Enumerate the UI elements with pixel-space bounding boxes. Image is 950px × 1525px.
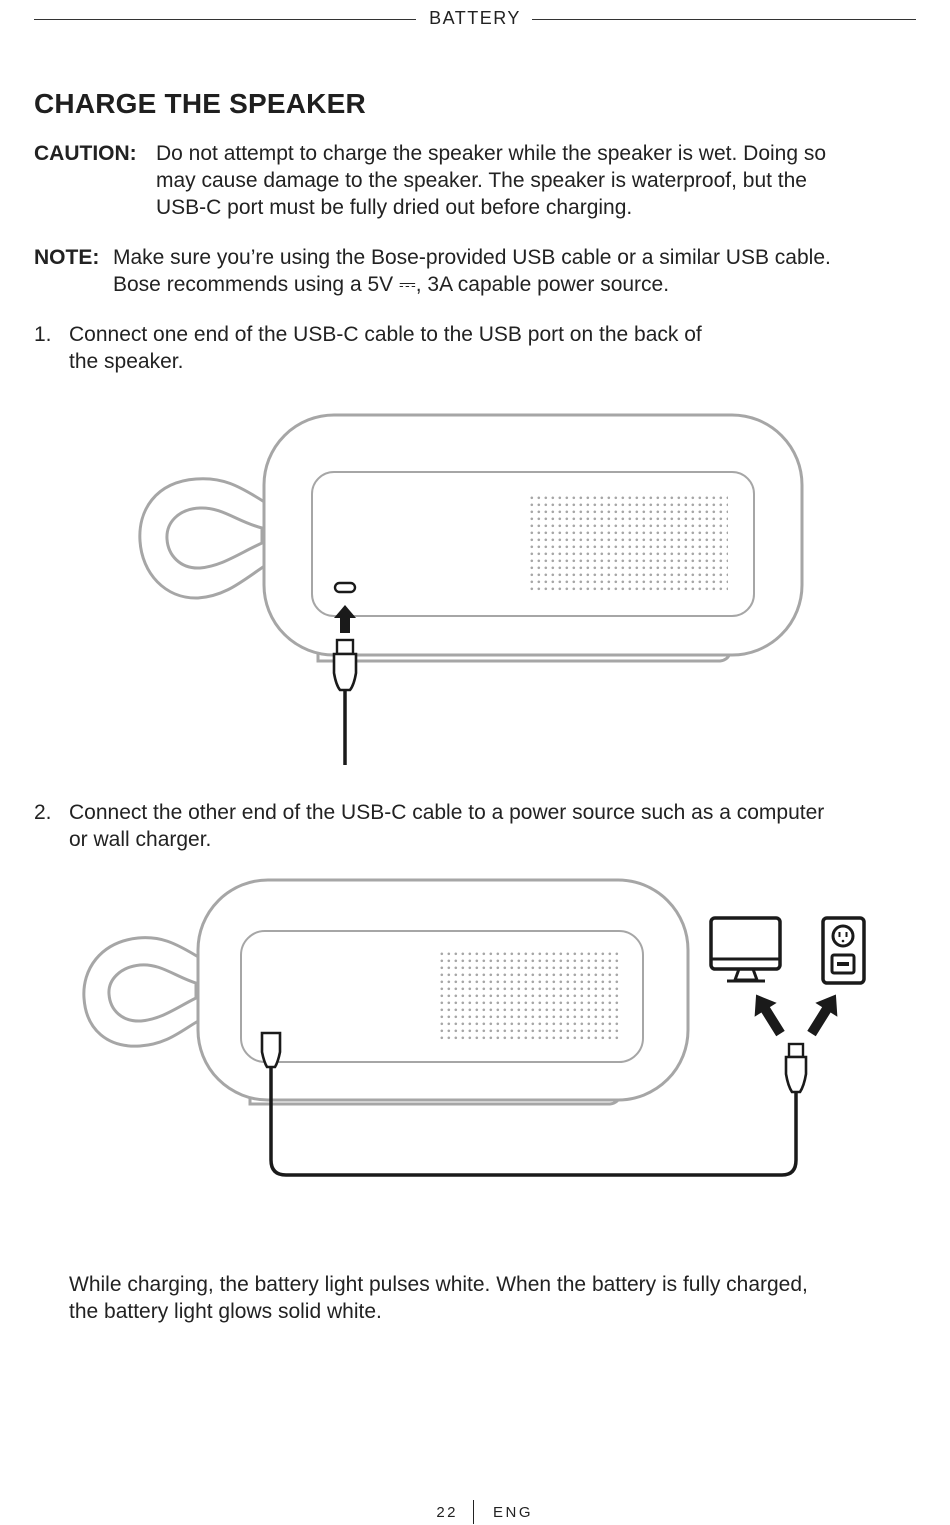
step-number: 1. (34, 323, 52, 346)
charging-info-line: the battery light glows solid white. (69, 1300, 382, 1323)
insert-arrow-icon (334, 605, 356, 633)
step-2: 2. Connect the other end of the USB-C ca… (34, 799, 924, 855)
caution-label: CAUTION: (34, 142, 137, 165)
language-code: ENG (493, 1504, 534, 1521)
wall-charger-icon (821, 916, 866, 985)
step-line: Connect the other end of the USB-C cable… (69, 801, 825, 824)
strap-loop (138, 477, 267, 600)
speaker-grille (530, 496, 728, 594)
page-footer: 22 ENG (0, 1500, 950, 1524)
caution-line: may cause damage to the speaker. The spe… (156, 169, 807, 192)
usb-c-connector (332, 652, 358, 692)
step-number: 2. (34, 801, 52, 824)
footer-separator (473, 1500, 474, 1524)
header-rule-right (532, 19, 916, 20)
note-label: NOTE: (34, 246, 100, 269)
section-title: BATTERY (429, 8, 521, 28)
section-header: BATTERY (34, 8, 916, 32)
page-number: 22 (436, 1504, 458, 1521)
speaker-panel (311, 471, 755, 617)
step-line: the speaker. (69, 350, 184, 373)
step-line: or wall charger. (69, 828, 212, 851)
step-line: Connect one end of the USB-C cable to th… (69, 323, 702, 346)
note-line: Make sure you’re using the Bose-provided… (113, 246, 831, 269)
page-title: CHARGE THE SPEAKER (34, 88, 366, 119)
charging-info: While charging, the battery light pulses… (69, 1271, 939, 1327)
note-block: NOTE: Make sure you’re using the Bose-pr… (34, 244, 924, 300)
step-1: 1. Connect one end of the USB-C cable to… (34, 321, 924, 377)
caution-line: Do not attempt to charge the speaker whi… (156, 142, 827, 165)
note-line: Bose recommends using a 5V ⎓, 3A capable… (113, 273, 670, 296)
computer-icon (709, 916, 782, 983)
usb-c-port (333, 581, 357, 594)
charging-info-line: While charging, the battery light pulses… (69, 1273, 808, 1296)
caution-block: CAUTION: Do not attempt to charge the sp… (34, 140, 924, 224)
header-rule-left (34, 19, 416, 20)
arrow-to-wall-charger-icon (807, 994, 838, 1037)
speaker-usb-port-illustration (138, 413, 804, 765)
speaker-power-source-illustration (82, 878, 866, 1177)
caution-line: USB-C port must be fully dried out befor… (156, 196, 633, 219)
arrow-to-computer-icon (754, 994, 785, 1037)
